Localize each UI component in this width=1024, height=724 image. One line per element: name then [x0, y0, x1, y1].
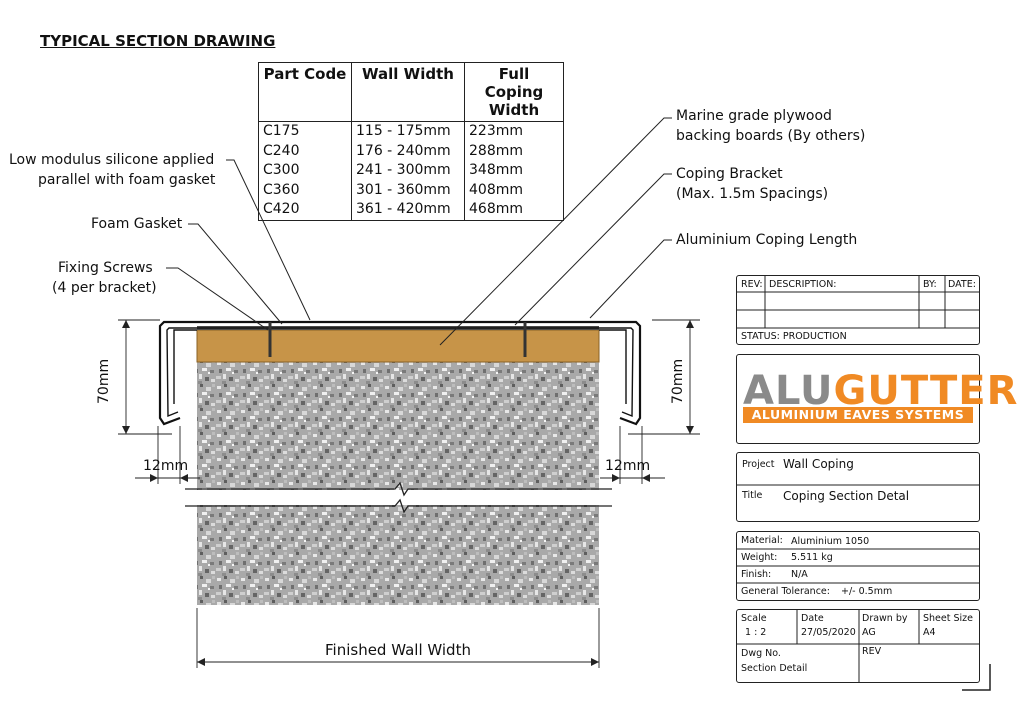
project-label: Project [742, 459, 775, 470]
tolerance-value: +/- 0.5mm [841, 586, 893, 597]
drawn-by-value: AG [862, 627, 876, 638]
dim-label-drip-left: 12mm [143, 458, 189, 474]
label-bracket-line1: Coping Bracket [676, 166, 783, 182]
wall-upper [197, 362, 599, 490]
sheet-size-value: A4 [923, 627, 936, 638]
material-box: Material: Aluminium 1050 Weight: 5.511 k… [736, 531, 980, 601]
dim-label-left: 70mm [96, 358, 112, 404]
label-fixing-line2: (4 per bracket) [52, 280, 157, 296]
cell-part-code: C240 [258, 141, 352, 161]
label-bracket-line2: (Max. 1.5m Spacings) [676, 186, 829, 202]
cell-part-code: C420 [258, 200, 352, 220]
header-full-coping-width: Full Coping Width [464, 62, 564, 122]
cell-coping-width: 288mm [464, 141, 564, 161]
rev-field-label: REV [862, 646, 882, 657]
wall-lower [197, 505, 599, 605]
logo-box: ALUGUTTER ALUMINIUM EAVES SYSTEMS [736, 354, 1017, 444]
title-value: Coping Section Detal [783, 489, 910, 503]
label-silicone-line2: parallel with foam gasket [38, 172, 216, 188]
logo-sub-text: ALUMINIUM EAVES SYSTEMS [751, 407, 965, 422]
cell-wall-width: 176 - 240mm [351, 141, 465, 161]
cell-wall-width: 361 - 420mm [351, 200, 465, 220]
cell-part-code: C360 [258, 180, 352, 200]
material-value: Aluminium 1050 [791, 536, 870, 547]
cell-wall-width: 115 - 175mm [351, 121, 465, 142]
cell-coping-width: 348mm [464, 161, 564, 181]
label-foam-gasket: Foam Gasket [91, 216, 183, 232]
bracket-right [599, 329, 627, 404]
coping-profile [158, 320, 642, 426]
title-label: Title [742, 490, 763, 501]
leader-screws [166, 267, 269, 331]
break-line-bottom [185, 498, 612, 514]
date-field-label: Date [801, 613, 824, 624]
dim-label-right: 70mm [670, 358, 686, 404]
label-coping-length: Aluminium Coping Length [676, 232, 858, 248]
rev-label: REV: [741, 279, 763, 290]
logo-text: ALUGUTTER [743, 368, 1018, 414]
coping-profile-inner [166, 327, 634, 418]
drawing-info-box: Scale 1 : 2 Date 27/05/2020 Drawn by AG … [736, 609, 980, 683]
finish-value: N/A [791, 569, 808, 580]
finish-label: Finish: [741, 569, 772, 580]
material-label: Material: [741, 535, 783, 546]
leader-bracket [514, 173, 672, 326]
status-label: STATUS: PRODUCTION [741, 331, 847, 342]
cell-wall-width: 301 - 360mm [351, 180, 465, 200]
date-value: 27/05/2020 [801, 627, 856, 638]
header-wall-width: Wall Width [351, 62, 465, 122]
drawn-by-label: Drawn by [862, 613, 908, 624]
break-line-top [185, 481, 612, 497]
sheet-size-label: Sheet Size [923, 613, 973, 624]
leader-foam [188, 223, 283, 325]
leader-silicone [226, 159, 311, 321]
description-label: DESCRIPTION: [769, 279, 837, 290]
label-plywood-line1: Marine grade plywood [676, 108, 832, 124]
parts-table-header: Part Code Wall Width Full Coping Width [258, 62, 564, 122]
header-part-code: Part Code [258, 62, 352, 122]
cell-coping-width: 408mm [464, 180, 564, 200]
dwg-no-value: Section Detail [741, 663, 808, 674]
corner-mark [962, 664, 991, 691]
leader-coping [589, 239, 672, 319]
dwg-no-label: Dwg No. [741, 648, 781, 659]
dim-label-drip-right: 12mm [605, 458, 651, 474]
label-silicone-line1: Low modulus silicone applied [9, 152, 215, 168]
date-label: DATE: [948, 279, 976, 290]
parts-table: Part Code Wall Width Full Coping Width C… [258, 62, 564, 221]
cell-wall-width: 241 - 300mm [351, 161, 465, 181]
by-label: BY: [923, 279, 937, 290]
scale-value: 1 : 2 [745, 627, 767, 638]
tolerance-label: General Tolerance: [741, 586, 830, 597]
weight-label: Weight: [741, 552, 778, 563]
label-plywood-line2: backing boards (By others) [676, 128, 866, 144]
cell-part-code: C175 [258, 121, 352, 142]
revision-box: REV: DESCRIPTION: BY: DATE: STATUS: PROD… [736, 275, 980, 345]
project-box: Project Wall Coping Title Coping Section… [736, 452, 980, 522]
cell-coping-width: 468mm [464, 200, 564, 220]
page-title: TYPICAL SECTION DRAWING [40, 32, 276, 50]
cell-coping-width: 223mm [464, 121, 564, 142]
bracket-left [173, 329, 197, 404]
logo-text-gutter: GUTTER [833, 368, 1019, 414]
scale-label: Scale [741, 613, 767, 624]
project-value: Wall Coping [783, 457, 854, 471]
logo-sub-bar: ALUMINIUM EAVES SYSTEMS [743, 407, 973, 423]
label-fixing-line1: Fixing Screws [58, 260, 153, 276]
logo: ALUGUTTER [743, 371, 1018, 411]
leader-plywood [439, 117, 672, 346]
weight-value: 5.511 kg [791, 552, 833, 563]
plywood-board [196, 329, 600, 363]
logo-text-alu: ALU [743, 368, 834, 414]
dim-label-wall-width: Finished Wall Width [325, 641, 471, 659]
